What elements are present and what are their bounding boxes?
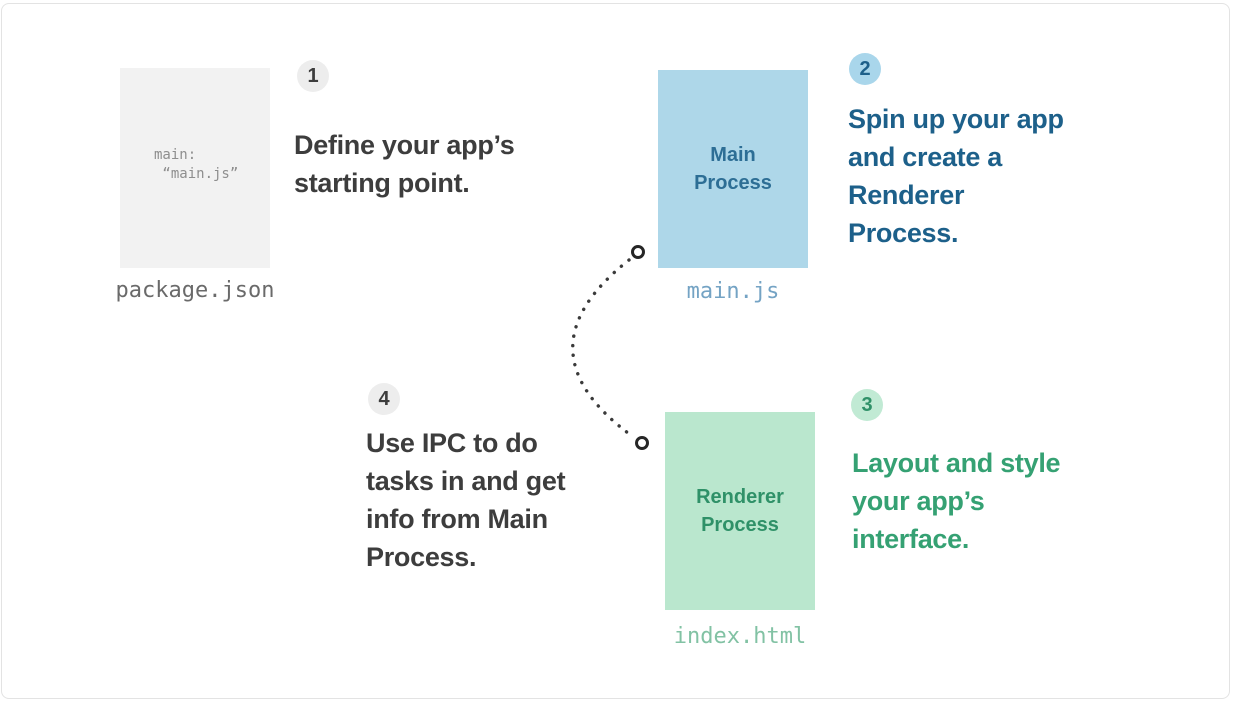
main-process-label: Main Process <box>694 144 772 194</box>
main-js-caption: main.js <box>686 279 780 304</box>
step-2-badge: 2 <box>849 53 881 85</box>
step-2-heading: Spin up your app and create a Renderer P… <box>848 104 1064 248</box>
step-3-heading: Layout and style your app’s interface. <box>852 448 1061 554</box>
main-process-box: Main Process <box>658 70 808 268</box>
package-json-caption: package.json <box>115 278 275 303</box>
renderer-process-box: Renderer Process <box>665 412 815 610</box>
package-json-box <box>120 68 270 268</box>
step-4-badge: 4 <box>368 383 400 415</box>
step-1-heading: Define your app’s starting point. <box>294 130 515 198</box>
package-json-code: main: “main.js” <box>154 147 239 182</box>
arc-endpoint-bottom <box>635 436 649 450</box>
dotted-arc-path <box>571 258 634 438</box>
step-1-badge: 1 <box>297 60 329 92</box>
renderer-process-label: Renderer Process <box>696 486 784 536</box>
step-3-badge: 3 <box>851 389 883 421</box>
arc-endpoint-top <box>631 245 645 259</box>
index-html-caption: index.html <box>673 624 807 649</box>
step-4-heading: Use IPC to do tasks in and get info from… <box>366 428 566 572</box>
